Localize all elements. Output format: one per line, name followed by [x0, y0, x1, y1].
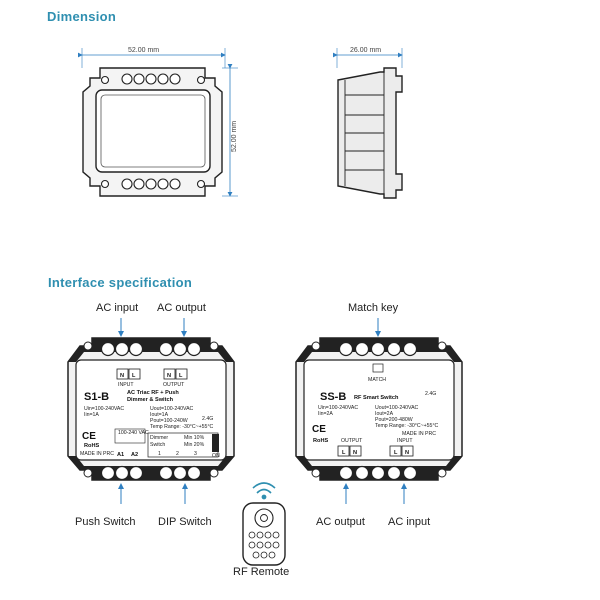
s1b-uout: Uout=100-240VAC	[150, 406, 194, 412]
callout-match-key: Match key	[348, 302, 399, 314]
s1b-desc2: Dimmer & Switch	[127, 397, 174, 403]
s1b-vac: 100-240 VAC	[118, 430, 149, 436]
s1b-term-n1: N	[120, 373, 124, 379]
wireless-signal-icon	[252, 482, 276, 500]
ssb-match-label: MATCH	[368, 377, 386, 383]
ssb-iin: Iin=2A	[318, 411, 333, 417]
s1b-pout: Pout=100-240W	[150, 418, 188, 424]
ssb-input-label: INPUT	[397, 438, 413, 444]
s1b-sw2: 2	[176, 451, 179, 457]
side-view: 26.00 mm	[333, 47, 403, 199]
ssb-uin: Uin=100-240VAC	[318, 405, 358, 411]
s1b-rf: 2.4G	[202, 416, 213, 422]
front-height-label: 52.00 mm	[231, 121, 238, 152]
callout-ac-input-right: AC input	[388, 516, 431, 528]
s1b-uin: Uin=100-240VAC	[84, 406, 124, 412]
front-view: 52.00 mm 52.00 mm	[78, 47, 238, 197]
ssb-term-l2: L	[394, 450, 398, 456]
s1b-desc1: AC Triac RF + Push	[127, 390, 179, 396]
ssb-output-label: OUTPUT	[341, 438, 363, 444]
front-width-label: 52.00 mm	[128, 47, 159, 54]
s1b-on: ON	[212, 453, 220, 459]
s1b-temp: Temp Range: -30°C~+55°C	[150, 424, 214, 430]
callout-ac-input-left: AC input	[96, 302, 139, 314]
s1b-device: N L INPUT N L OUTPUT S1-B AC Triac RF + …	[67, 337, 235, 481]
s1b-dimmer: Dimmer	[150, 435, 168, 441]
callout-ac-output-left: AC output	[157, 302, 206, 314]
callout-ac-output-right: AC output	[316, 516, 365, 528]
ssb-term-l1: L	[342, 450, 346, 456]
s1b-ce: CE	[82, 431, 96, 442]
ssb-made: MADE IN PRC	[402, 431, 436, 437]
dimension-heading: Dimension	[47, 9, 117, 24]
ssb-ce: CE	[312, 424, 326, 435]
ssb-rf: 2.4G	[425, 391, 436, 397]
ssb-temp: Temp Range: -30°C~+55°C	[375, 423, 439, 429]
s1b-a2: A2	[131, 452, 138, 458]
s1b-term-l1: L	[132, 373, 136, 379]
s1b-input-label: INPUT	[118, 382, 134, 388]
s1b-min20: Min 20%	[184, 442, 205, 448]
ssb-iout: Iout=2A	[375, 411, 394, 417]
s1b-rohs: RoHS	[84, 443, 99, 449]
s1b-sw3: 3	[194, 451, 197, 457]
s1b-term-l2: L	[179, 373, 183, 379]
s1b-term-n2: N	[167, 373, 171, 379]
s1b-iout: Iout=1A	[150, 412, 169, 418]
callout-rf-remote: RF Remote	[233, 566, 290, 578]
side-depth-label: 26.00 mm	[350, 47, 381, 54]
s1b-made: MADE IN PRC	[80, 451, 114, 457]
ssb-uout: Uout=100-240VAC	[375, 405, 419, 411]
ssb-term-n2: N	[405, 450, 409, 456]
s1b-output-label: OUTPUT	[163, 382, 185, 388]
s1b-min10: Min 10%	[184, 435, 205, 441]
rf-remote	[242, 482, 286, 566]
s1b-a1: A1	[117, 452, 124, 458]
callout-dip-switch: DIP Switch	[158, 516, 212, 528]
s1b-sw1: 1	[158, 451, 161, 457]
s1b-switch: Switch	[150, 442, 165, 448]
ssb-model: SS-B	[320, 391, 346, 403]
ssb-term-n1: N	[353, 450, 357, 456]
s1b-model: S1-B	[84, 391, 109, 403]
ssb-device: MATCH SS-B RF Smart Switch 2.4G Uin=100-…	[295, 337, 463, 481]
callout-push-switch: Push Switch	[75, 516, 136, 528]
interface-heading: Interface specification	[48, 275, 193, 290]
s1b-iin: Iin=1A	[84, 412, 99, 418]
ssb-desc: RF Smart Switch	[354, 395, 399, 401]
ssb-rohs: RoHS	[313, 438, 328, 444]
ssb-pout: Pout=200-480W	[375, 417, 413, 423]
